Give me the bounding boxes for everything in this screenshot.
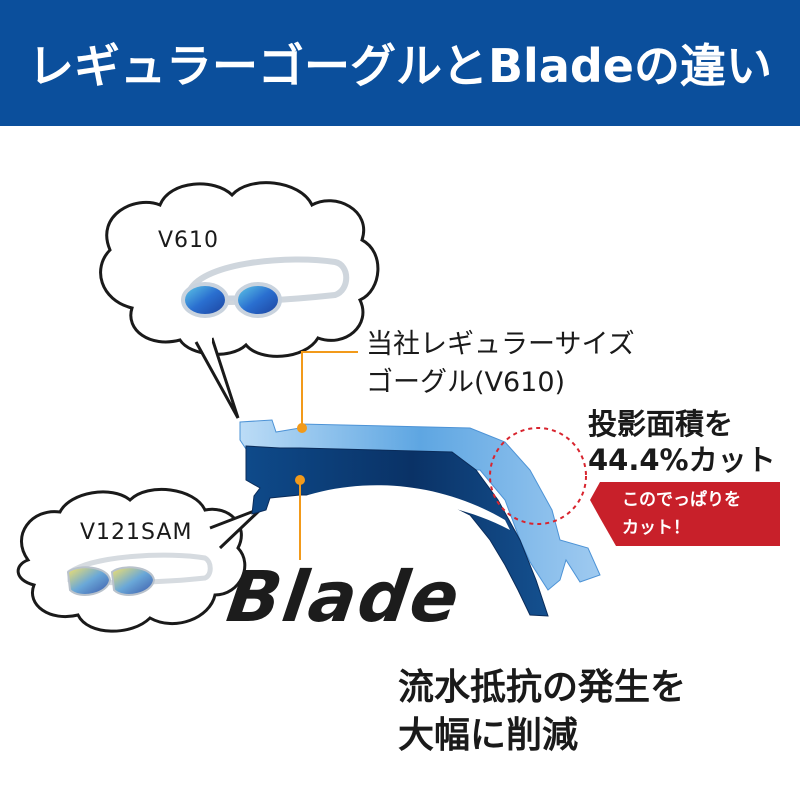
blade-leader-line — [295, 475, 305, 560]
header-title: レギュラーゴーグルとBladeの違い — [28, 39, 772, 93]
regular-goggle-callout: 当社レギュラーサイズ ゴーグル(V610) — [366, 326, 635, 402]
bottom-message: 流水抵抗の発生を 大幅に削減 — [398, 664, 686, 760]
blade-logo: Blade — [222, 556, 466, 638]
cut-badge-shape — [590, 482, 780, 546]
thought-bubble-blade — [16, 487, 264, 633]
badge-line1: このでっぱりを — [622, 490, 741, 510]
bubble-label-regular: V610 — [158, 228, 220, 253]
projected-area-callout: 投影面積を 44.4%カット — [588, 406, 776, 478]
cut-callout-line1: 投影面積を — [588, 407, 734, 441]
bottom-line2: 大幅に削減 — [398, 715, 579, 756]
bubble-label-blade: V121SAM — [80, 520, 193, 545]
bottom-line1: 流水抵抗の発生を — [398, 667, 687, 708]
blade-goggle-profile — [245, 445, 549, 617]
header-banner: レギュラーゴーグルとBladeの違い — [0, 0, 800, 130]
goggle-regular-icon — [181, 256, 350, 318]
goggle-blade-icon — [66, 552, 213, 596]
regular-leader-line — [297, 351, 358, 433]
cut-badge: このでっぱりを カット！ — [600, 482, 780, 546]
cut-callout-line2: 44.4%カット — [588, 443, 776, 477]
badge-line2: カット！ — [622, 518, 690, 538]
regular-callout-line1: 当社レギュラーサイズ — [366, 329, 635, 360]
cut-highlight-circle — [489, 427, 587, 525]
thought-bubble-regular — [99, 181, 380, 419]
regular-callout-line2: ゴーグル(V610) — [366, 367, 566, 398]
